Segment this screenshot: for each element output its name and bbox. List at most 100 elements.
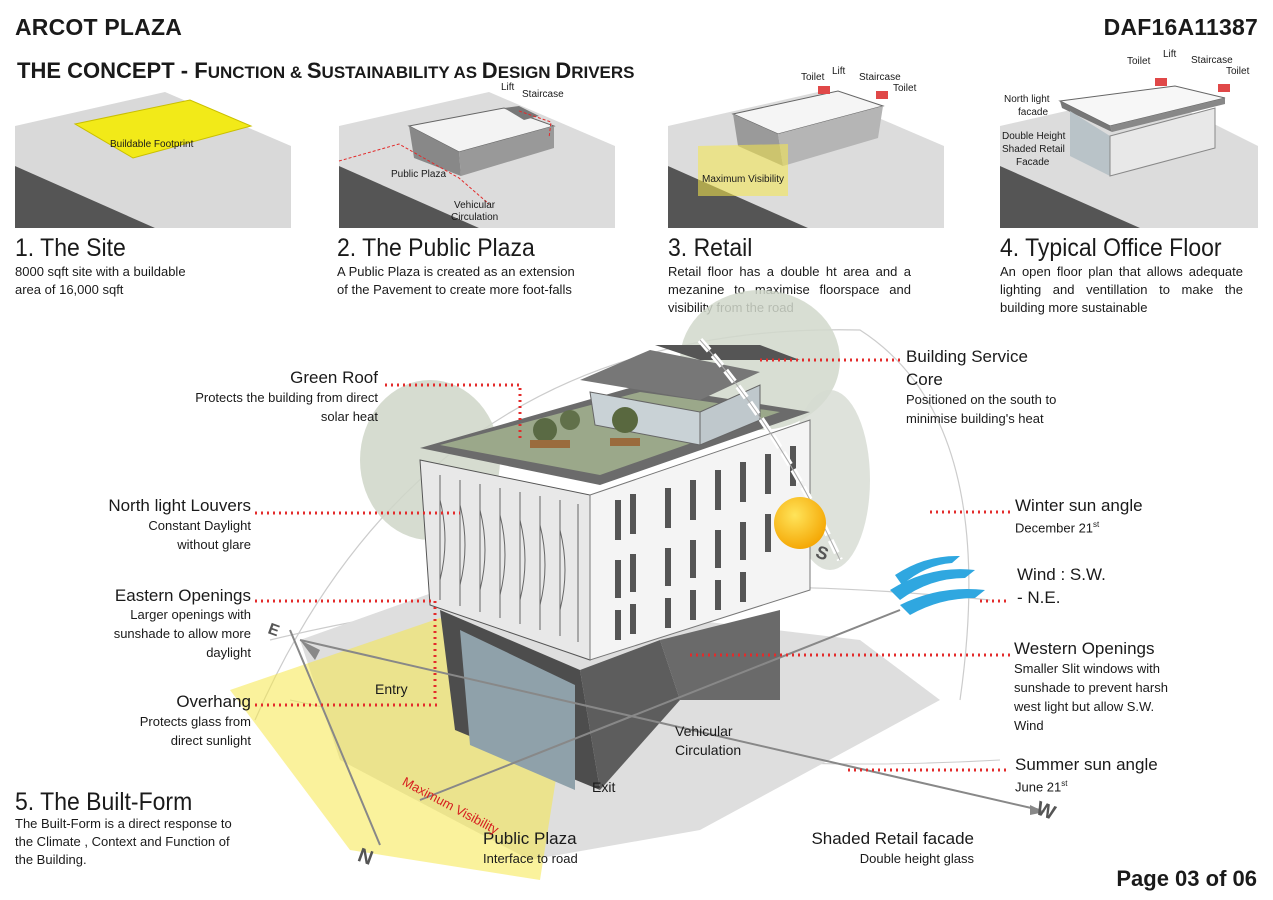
vehicular-circulation-label: Vehicular Circulation [675, 722, 741, 760]
wind-icon [890, 555, 985, 615]
concept-d2: D [555, 58, 572, 83]
shaded-retail-label: Shaded Retail [1002, 144, 1065, 155]
green-roof-desc-2: solar heat [320, 409, 378, 424]
circulation-label-main: Circulation [675, 742, 742, 758]
eastern-desc-2: sunshade to allow more [113, 626, 251, 641]
service-core-title-1: Building Service [906, 347, 1028, 366]
panel-title-site: 1. The Site [15, 234, 126, 262]
wind-title: Wind : S.W. - N.E. [1017, 563, 1106, 609]
eastern-desc-3: daylight [206, 645, 251, 660]
panel-desc-office: An open floor plan that allows adequate … [1000, 264, 1243, 315]
concept-ustainability: USTAINABILITY AS [321, 63, 482, 82]
panel-title-plaza: 2. The Public Plaza [337, 234, 535, 262]
western-desc-2: sunshade to prevent harsh [1014, 680, 1168, 695]
panel-title-retail: 3. Retail [668, 234, 753, 262]
vehicular-label: Vehicular [454, 200, 496, 211]
maximum-visibility-label: Maximum Visibility [702, 174, 785, 185]
lift-label-retail: Lift [832, 66, 846, 77]
overhang-title: Overhang [176, 692, 251, 711]
concept-unction: UNCTION & [207, 63, 307, 82]
public-plaza-desc: Interface to road [483, 851, 578, 866]
page-number: Page 03 of 06 [1116, 866, 1257, 891]
western-desc: Smaller Slit windows with sunshade to pr… [1014, 659, 1168, 735]
lift-label: Lift [501, 82, 515, 93]
panel-public-plaza: Lift Staircase Public Plaza Vehicular Ci… [338, 82, 615, 228]
north-light-label: North light [1004, 94, 1050, 105]
louvers-desc-1: Constant Daylight [148, 518, 251, 533]
service-core-title: Building Service Core [906, 345, 1028, 391]
overhang-desc-1: Protects glass from [139, 714, 251, 729]
project-code: DAF16A11387 [1103, 14, 1258, 40]
eastern-desc-1: Larger openings with [130, 607, 251, 622]
entry-label: Entry [375, 681, 408, 697]
western-title: Western Openings [1014, 639, 1155, 658]
project-title: ARCOT PLAZA [15, 14, 183, 40]
winter-sup: st [1093, 520, 1100, 529]
toilet-label-3: Toilet [1127, 56, 1151, 67]
facade-label: facade [1018, 107, 1049, 118]
green-roof-desc-1: Protects the building from direct [195, 390, 378, 405]
concept-s: S [306, 58, 322, 83]
public-plaza-title: Public Plaza [483, 829, 577, 848]
service-core-desc-1: Positioned on the south to [906, 392, 1057, 407]
panel-site: Buildable Footprint [15, 86, 291, 228]
overhang-desc: Protects glass from direct sunlight [91, 712, 251, 750]
lift-label-office: Lift [1163, 49, 1177, 60]
winter-desc: December 21st [1015, 515, 1099, 537]
callout-leaders [255, 358, 1010, 772]
wind-title-1: Wind : S.W. [1017, 565, 1106, 584]
staircase-label: Staircase [522, 89, 564, 100]
western-desc-1: Smaller Slit windows with [1014, 661, 1160, 676]
vehicular-label-main: Vehicular [675, 723, 733, 739]
service-core-desc: Positioned on the south to minimise buil… [906, 390, 1056, 428]
winter-date: December 21 [1015, 520, 1094, 536]
summer-date: June 21 [1015, 779, 1062, 795]
shaded-retail-title: Shaded Retail facade [811, 829, 974, 848]
concept-esign: ESIGN [497, 63, 556, 82]
toilet-label-2: Toilet [893, 83, 917, 94]
panel-office: Toilet Lift Staircase Toilet North light… [1000, 49, 1273, 228]
summer-sup: st [1061, 779, 1068, 788]
exit-label: Exit [592, 779, 616, 795]
concept-prefix: THE CONCEPT - [17, 58, 195, 83]
sun-icon [774, 497, 826, 549]
site-drawing [15, 92, 291, 228]
staircase-label-retail: Staircase [859, 72, 901, 83]
staircase-label-office: Staircase [1191, 55, 1233, 66]
facade-label-2: Facade [1016, 157, 1050, 168]
western-desc-3: west light but allow S.W. [1014, 699, 1155, 714]
concept-f: F [194, 58, 208, 83]
green-roof-desc: Protects the building from direct solar … [158, 388, 378, 426]
built-form-desc: The Built-Form is a direct response to t… [15, 816, 232, 867]
wind-title-2: - N.E. [1017, 588, 1061, 607]
service-core-desc-2: minimise building's heat [906, 411, 1044, 426]
buildable-footprint-label: Buildable Footprint [110, 139, 194, 150]
toilet-label-4: Toilet [1226, 66, 1250, 77]
summer-title: Summer sun angle [1015, 755, 1158, 774]
circulation-label: Circulation [451, 212, 499, 223]
double-height-label: Double Height [1002, 131, 1066, 142]
panel-retail: Toilet Lift Staircase Toilet Maximum Vis… [668, 66, 944, 228]
built-form-title: 5. The Built-Form [15, 788, 193, 816]
concept-heading: THE CONCEPT - FUNCTION & SUSTAINABILITY … [17, 58, 635, 84]
eastern-desc: Larger openings with sunshade to allow m… [91, 605, 251, 662]
panel-desc-site: 8000 sqft site with a buildable area of … [15, 264, 186, 297]
louvers-desc-2: without glare [177, 537, 251, 552]
western-desc-4: Wind [1014, 718, 1044, 733]
louvers-desc: Constant Daylight without glare [91, 516, 251, 554]
retail-drawing [668, 86, 944, 228]
plaza-drawing [338, 92, 615, 228]
toilet-label-1: Toilet [801, 72, 825, 83]
winter-title: Winter sun angle [1015, 496, 1143, 515]
service-core-title-2: Core [906, 370, 943, 389]
overhang-desc-2: direct sunlight [170, 733, 251, 748]
louvers-title: North light Louvers [108, 496, 251, 515]
concept-rivers: RIVERS [571, 63, 635, 82]
concept-d1: D [481, 58, 498, 83]
office-drawing [1000, 78, 1258, 228]
summer-desc: June 21st [1015, 774, 1068, 796]
green-roof-title: Green Roof [290, 368, 378, 387]
panel-title-office: 4. Typical Office Floor [1000, 234, 1222, 262]
public-plaza-label: Public Plaza [391, 169, 447, 180]
